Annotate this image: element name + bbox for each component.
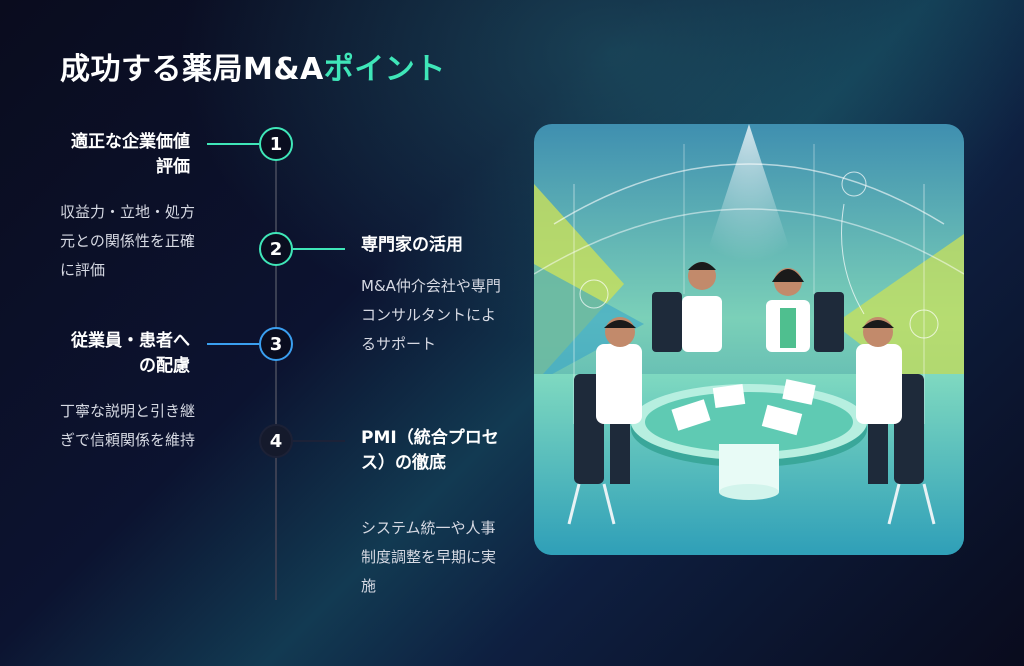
step-2-number: 2	[259, 232, 293, 266]
step-3-heading: 従業員・患者への配慮	[71, 331, 190, 376]
step-1-heading: 適正な企業価値評価	[71, 132, 190, 177]
step-4-description: システム統一や人事制度調整を早期に実施	[361, 519, 497, 595]
meeting-illustration-svg	[534, 124, 964, 555]
step-3-description: 丁寧な説明と引き継ぎで信頼関係を維持	[60, 402, 196, 449]
page-title: 成功する薬局M&Aポイント	[60, 44, 446, 88]
connector-3	[207, 343, 259, 345]
step-2-heading: 専門家の活用	[361, 235, 463, 255]
connector-2	[293, 248, 345, 250]
meeting-illustration	[534, 124, 964, 555]
step-4-number: 4	[259, 424, 293, 458]
step-3-number: 3	[259, 327, 293, 361]
connector-4	[293, 440, 345, 442]
step-2-description: M&A仲介会社や専門コンサルタントによるサポート	[361, 277, 501, 353]
timeline-line	[275, 160, 277, 600]
step-4-heading: PMI（統合プロセス）の徹底	[361, 428, 499, 473]
step-1-description: 収益力・立地・処方元との関係性を正確に評価	[60, 203, 196, 279]
title-accent: ポイント	[323, 52, 446, 87]
connector-1	[207, 143, 259, 145]
title-main: 成功する薬局M&A	[60, 52, 324, 87]
step-1-number: 1	[259, 127, 293, 161]
